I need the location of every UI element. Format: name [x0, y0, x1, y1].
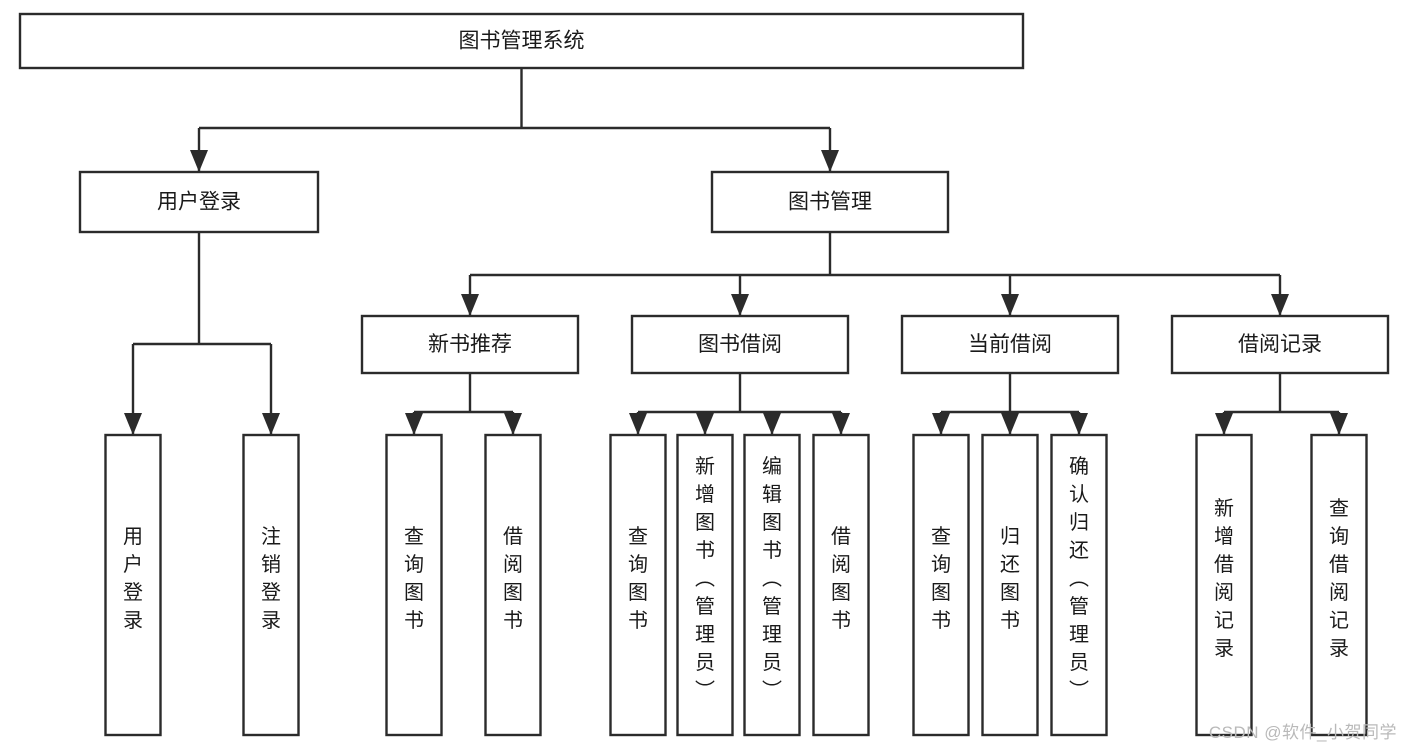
- node-user-login-label: 用户登录: [157, 191, 241, 214]
- leaf-book-borrow-1-label: 新增图书︵管理员︶: [695, 455, 715, 702]
- node-book-management[interactable]: [710, 170, 950, 234]
- arrow-head-icon: [405, 413, 423, 435]
- leaf-book-borrow-2[interactable]: [743, 433, 801, 737]
- node-borrow-record-box: [1170, 314, 1390, 375]
- arrow-head-icon: [1271, 294, 1289, 316]
- leaf-user-login-1-box: [242, 433, 300, 737]
- arrow-head-icon: [504, 413, 522, 435]
- leaf-borrow-record-1-box: [1310, 433, 1368, 737]
- leaf-book-borrow-2-box: [743, 433, 801, 737]
- leaf-book-borrow-0-box: [609, 433, 667, 737]
- leaf-new-book-0-box: [385, 433, 443, 737]
- arrow-head-icon: [1001, 294, 1019, 316]
- leaf-current-borrow-1-box: [981, 433, 1039, 737]
- connector-layer: [124, 68, 1348, 435]
- node-book-borrow-label: 图书借阅: [698, 333, 782, 356]
- leaf-new-book-0-label: 查询图书: [404, 525, 424, 632]
- leaf-borrow-record-0-box: [1195, 433, 1253, 737]
- node-new-book-recommend-box: [360, 314, 580, 375]
- node-borrow-record[interactable]: [1170, 314, 1390, 375]
- leaf-book-borrow-3-box: [812, 433, 870, 737]
- arrow-head-icon: [932, 413, 950, 435]
- node-book-management-box: [710, 170, 950, 234]
- node-layer: 图书管理系统用户登录图书管理新书推荐图书借阅当前借阅借阅记录用户登录注销登录查询…: [18, 12, 1390, 737]
- arrow-head-icon: [1070, 413, 1088, 435]
- arrow-head-icon: [629, 413, 647, 435]
- arrow-head-icon: [461, 294, 479, 316]
- leaf-current-borrow-1-label: 归还图书: [1000, 525, 1020, 632]
- leaf-current-borrow-0-label: 查询图书: [931, 525, 951, 632]
- leaf-new-book-1-box: [484, 433, 542, 737]
- leaf-borrow-record-0[interactable]: [1195, 433, 1253, 737]
- arrow-head-icon: [1215, 413, 1233, 435]
- arrow-head-icon: [731, 294, 749, 316]
- root-node[interactable]: [18, 12, 1025, 70]
- leaf-book-borrow-0[interactable]: [609, 433, 667, 737]
- leaf-book-borrow-2-label: 编辑图书︵管理员︶: [762, 455, 782, 702]
- node-current-borrow[interactable]: [900, 314, 1120, 375]
- node-new-book-recommend[interactable]: [360, 314, 580, 375]
- node-user-login-box: [78, 170, 320, 234]
- node-borrow-record-label: 借阅记录: [1238, 333, 1322, 356]
- node-current-borrow-label: 当前借阅: [968, 333, 1052, 356]
- leaf-book-borrow-0-label: 查询图书: [628, 525, 648, 632]
- leaf-borrow-record-1[interactable]: [1310, 433, 1368, 737]
- leaf-book-borrow-3-label: 借阅图书: [831, 525, 851, 632]
- node-book-borrow[interactable]: [630, 314, 850, 375]
- leaf-new-book-0[interactable]: [385, 433, 443, 737]
- arrow-head-icon: [696, 413, 714, 435]
- arrow-head-icon: [821, 150, 839, 172]
- leaf-user-login-1-label: 注销登录: [261, 525, 281, 632]
- leaf-current-borrow-1[interactable]: [981, 433, 1039, 737]
- node-current-borrow-box: [900, 314, 1120, 375]
- leaf-current-borrow-0[interactable]: [912, 433, 970, 737]
- leaf-new-book-1[interactable]: [484, 433, 542, 737]
- leaf-current-borrow-2-box: [1050, 433, 1108, 737]
- leaf-new-book-1-label: 借阅图书: [503, 525, 523, 632]
- leaf-current-borrow-2[interactable]: [1050, 433, 1108, 737]
- leaf-current-borrow-0-box: [912, 433, 970, 737]
- leaf-book-borrow-1[interactable]: [676, 433, 734, 737]
- arrow-head-icon: [832, 413, 850, 435]
- node-book-borrow-box: [630, 314, 850, 375]
- arrow-head-icon: [1001, 413, 1019, 435]
- arrow-head-icon: [763, 413, 781, 435]
- node-book-management-label: 图书管理: [788, 191, 872, 214]
- leaf-user-login-0-label: 用户登录: [123, 526, 143, 632]
- arrow-head-icon: [262, 413, 280, 435]
- leaf-user-login-1[interactable]: [242, 433, 300, 737]
- root-node-label: 图书管理系统: [459, 30, 585, 53]
- leaf-current-borrow-2-label: 确认归还︵管理员︶: [1069, 455, 1089, 702]
- root-node-box: [18, 12, 1025, 70]
- leaf-book-borrow-3[interactable]: [812, 433, 870, 737]
- leaf-borrow-record-1-label: 查询借阅记录: [1329, 497, 1349, 660]
- node-user-login[interactable]: [78, 170, 320, 234]
- arrow-head-icon: [1330, 413, 1348, 435]
- leaf-user-login-0[interactable]: [104, 433, 162, 737]
- leaf-borrow-record-0-label: 新增借阅记录: [1214, 497, 1234, 660]
- node-new-book-recommend-label: 新书推荐: [428, 333, 512, 356]
- leaf-user-login-0-box: [104, 433, 162, 737]
- arrow-head-icon: [190, 150, 208, 172]
- leaf-book-borrow-1-box: [676, 433, 734, 737]
- arrow-head-icon: [124, 413, 142, 435]
